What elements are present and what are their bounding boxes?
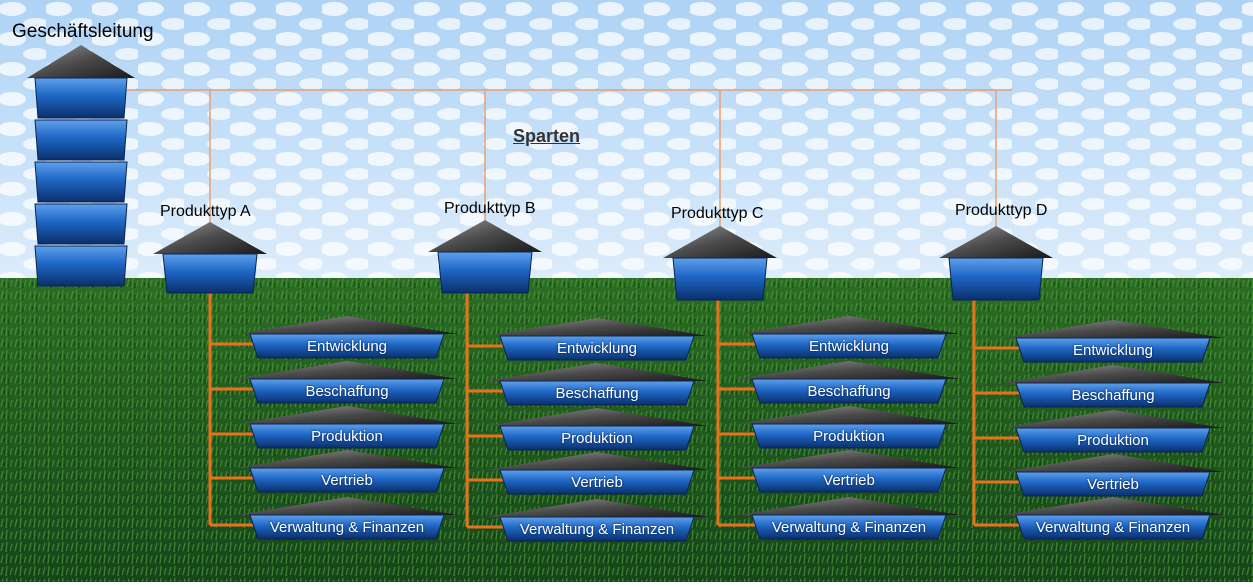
department-label: Produktion: [813, 428, 885, 445]
department-roof: [486, 363, 708, 381]
headquarters-floor: [34, 245, 128, 287]
department-label: Beschaffung: [1071, 387, 1155, 404]
department-roof: [738, 450, 960, 468]
department-label: Vertrieb: [1087, 476, 1139, 493]
department-label: Entwicklung: [1072, 342, 1154, 359]
department-building: [249, 333, 445, 359]
department-roof: [486, 452, 708, 470]
department-label: Beschaffung: [807, 383, 891, 400]
department-roof: [236, 450, 458, 468]
department-roof: [236, 497, 458, 515]
department-building: [751, 333, 947, 359]
department-building: [1015, 337, 1211, 363]
headquarters-floor: [34, 119, 128, 161]
department-building: [499, 425, 695, 451]
department-label: Produktion: [311, 428, 383, 445]
department-roof: [236, 406, 458, 424]
division-label: Produkttyp A: [160, 203, 251, 220]
department-label: Beschaffung: [305, 383, 389, 400]
department-label: Verwaltung & Finanzen: [1035, 519, 1191, 536]
department-building: [751, 467, 947, 493]
division-label: Produkttyp C: [671, 205, 764, 222]
department-roof: [236, 361, 458, 379]
headquarters-floor: [34, 161, 128, 203]
department-roof: [236, 316, 458, 334]
department-roof: [486, 499, 708, 517]
department-roof: [1002, 410, 1224, 428]
department-roof: [1002, 454, 1224, 472]
department-roof: [1002, 320, 1224, 338]
division-roof: [153, 222, 267, 254]
department-building: [499, 335, 695, 361]
department-building: [1015, 382, 1211, 408]
department-building: [249, 467, 445, 493]
headquarters-floor: [34, 77, 128, 119]
department-label: Verwaltung & Finanzen: [771, 519, 927, 536]
department-building: [499, 516, 695, 542]
department-label: Verwaltung & Finanzen: [519, 521, 675, 538]
department-building: [249, 378, 445, 404]
headquarters-label: Geschäftsleitung: [12, 21, 154, 42]
department-building: [499, 469, 695, 495]
division-building: [672, 257, 768, 301]
department-roof: [738, 316, 960, 334]
division-building: [162, 253, 258, 294]
connector-lines: [127, 89, 1022, 529]
department-roof: [486, 408, 708, 426]
department-label: Vertrieb: [321, 472, 373, 489]
department-label: Produktion: [561, 430, 633, 447]
divisions-heading: Sparten: [513, 126, 581, 146]
department-building: [751, 378, 947, 404]
department-label: Entwicklung: [556, 340, 638, 357]
department-label: Produktion: [1077, 432, 1149, 449]
department-label: Vertrieb: [823, 472, 875, 489]
division-roof: [663, 226, 777, 258]
department-label: Vertrieb: [571, 474, 623, 491]
division-building: [437, 251, 533, 294]
department-roof: [1002, 365, 1224, 383]
department-label: Verwaltung & Finanzen: [269, 519, 425, 536]
department-building: [751, 423, 947, 449]
department-building: [249, 423, 445, 449]
division-roof: [939, 226, 1053, 258]
department-roof: [738, 497, 960, 515]
department-label: Beschaffung: [555, 385, 639, 402]
division-building: [948, 257, 1044, 301]
headquarters-roof: [27, 45, 135, 78]
department-label: Entwicklung: [306, 338, 388, 355]
department-roof: [1002, 497, 1224, 515]
department-building: [1015, 427, 1211, 453]
department-building: [1015, 514, 1211, 540]
building-shapes: [27, 45, 1224, 542]
department-building: [499, 380, 695, 406]
department-building: [249, 514, 445, 540]
division-roof: [428, 220, 542, 252]
department-roof: [738, 406, 960, 424]
division-label: Produkttyp B: [444, 200, 536, 217]
division-label: Produkttyp D: [955, 202, 1048, 219]
headquarters-floor: [34, 203, 128, 245]
department-roof: [738, 361, 960, 379]
department-building: [751, 514, 947, 540]
department-building: [1015, 471, 1211, 497]
department-roof: [486, 318, 708, 336]
department-label: Entwicklung: [808, 338, 890, 355]
